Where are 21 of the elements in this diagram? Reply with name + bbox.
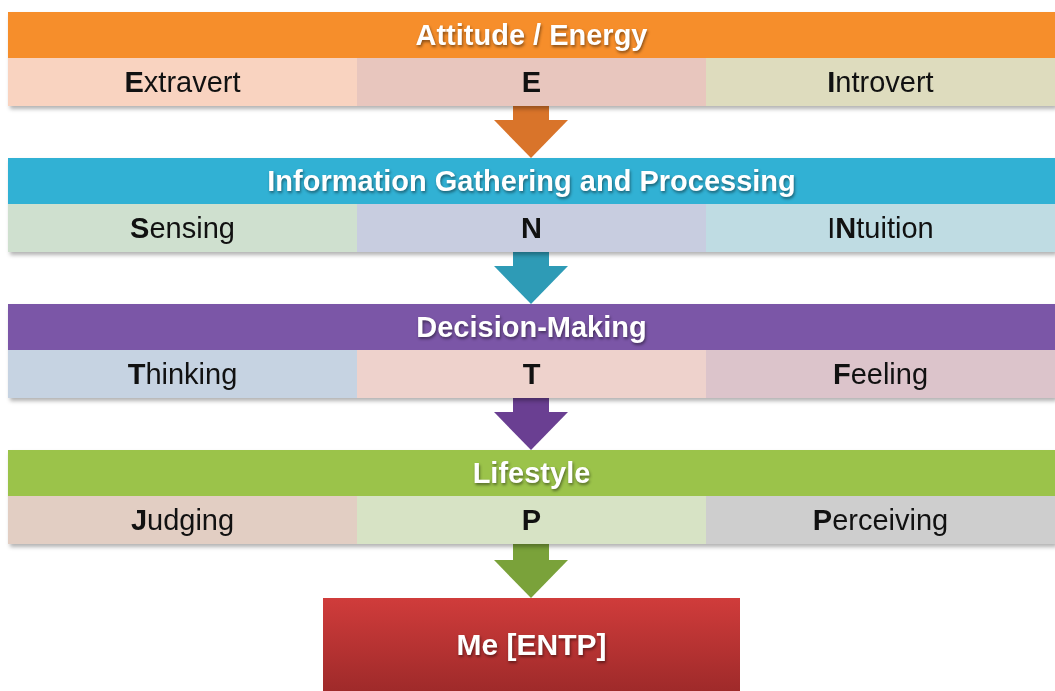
result-box: Me [ENTP]: [323, 598, 740, 691]
trait-cell: Perceiving: [706, 496, 1055, 544]
category-header: Decision-Making: [8, 304, 1055, 350]
block-arrow: [494, 544, 568, 598]
trait-cell: Extravert: [8, 58, 357, 106]
trait-cell: P: [357, 496, 706, 544]
trait-cell: Introvert: [706, 58, 1055, 106]
category-header: Lifestyle: [8, 450, 1055, 496]
category-header: Information Gathering and Processing: [8, 158, 1055, 204]
category-header: Attitude / Energy: [8, 12, 1055, 58]
trait-cell: Sensing: [8, 204, 357, 252]
trait-cell: T: [357, 350, 706, 398]
block-arrow: [494, 398, 568, 450]
block-arrow: [494, 252, 568, 304]
trait-cell: N: [357, 204, 706, 252]
trait-cell: Feeling: [706, 350, 1055, 398]
block-arrow: [494, 106, 568, 158]
trait-cell: E: [357, 58, 706, 106]
trait-cell: Thinking: [8, 350, 357, 398]
trait-cell: INtuition: [706, 204, 1055, 252]
trait-cell: Judging: [8, 496, 357, 544]
